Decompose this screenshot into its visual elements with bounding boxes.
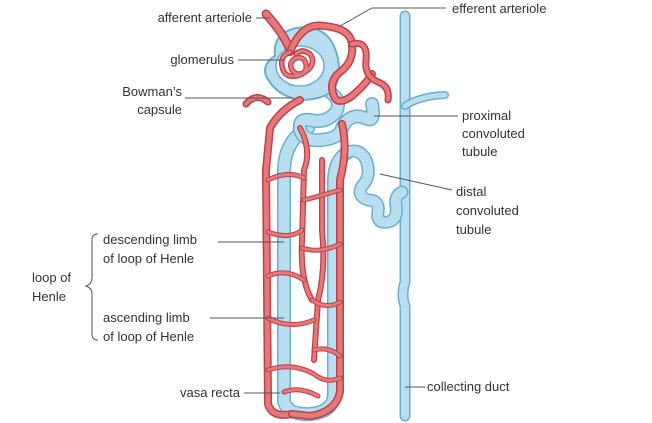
label-ascending-line2: of loop of Henle [103,329,195,344]
label-proximal-line1: proximal [462,108,512,123]
label-glomerulus: glomerulus [170,52,234,67]
label-descending-line1: descending limb [103,232,197,247]
label-loop-of-henle-line2: Henle [32,289,66,304]
label-afferent-arteriole: afferent arteriole [157,10,252,25]
label-distal-line2: convoluted [456,203,519,218]
label-proximal-line2: convoluted [462,126,525,141]
leader-lines [84,7,458,394]
label-bowmans-capsule-line2: capsule [137,102,182,117]
label-distal-line1: distal [456,184,487,199]
label-bowmans-capsule-line1: Bowman’s [122,84,182,99]
label-ascending-line1: ascending limb [103,310,190,325]
label-descending-line2: of loop of Henle [103,251,195,266]
glomerulus-knot [278,48,316,80]
distal-tubule-shape [341,144,409,229]
label-distal-line3: tubule [456,222,492,237]
label-loop-of-henle-line1: loop of [32,270,72,285]
label-collecting-duct: collecting duct [427,379,510,394]
vasa-recta-network [242,9,392,420]
label-proximal-line3: tubule [462,144,498,159]
label-efferent-arteriole: efferent arteriole [452,1,547,16]
label-vasa-recta: vasa recta [180,385,240,400]
collecting-duct-shape [397,10,449,422]
